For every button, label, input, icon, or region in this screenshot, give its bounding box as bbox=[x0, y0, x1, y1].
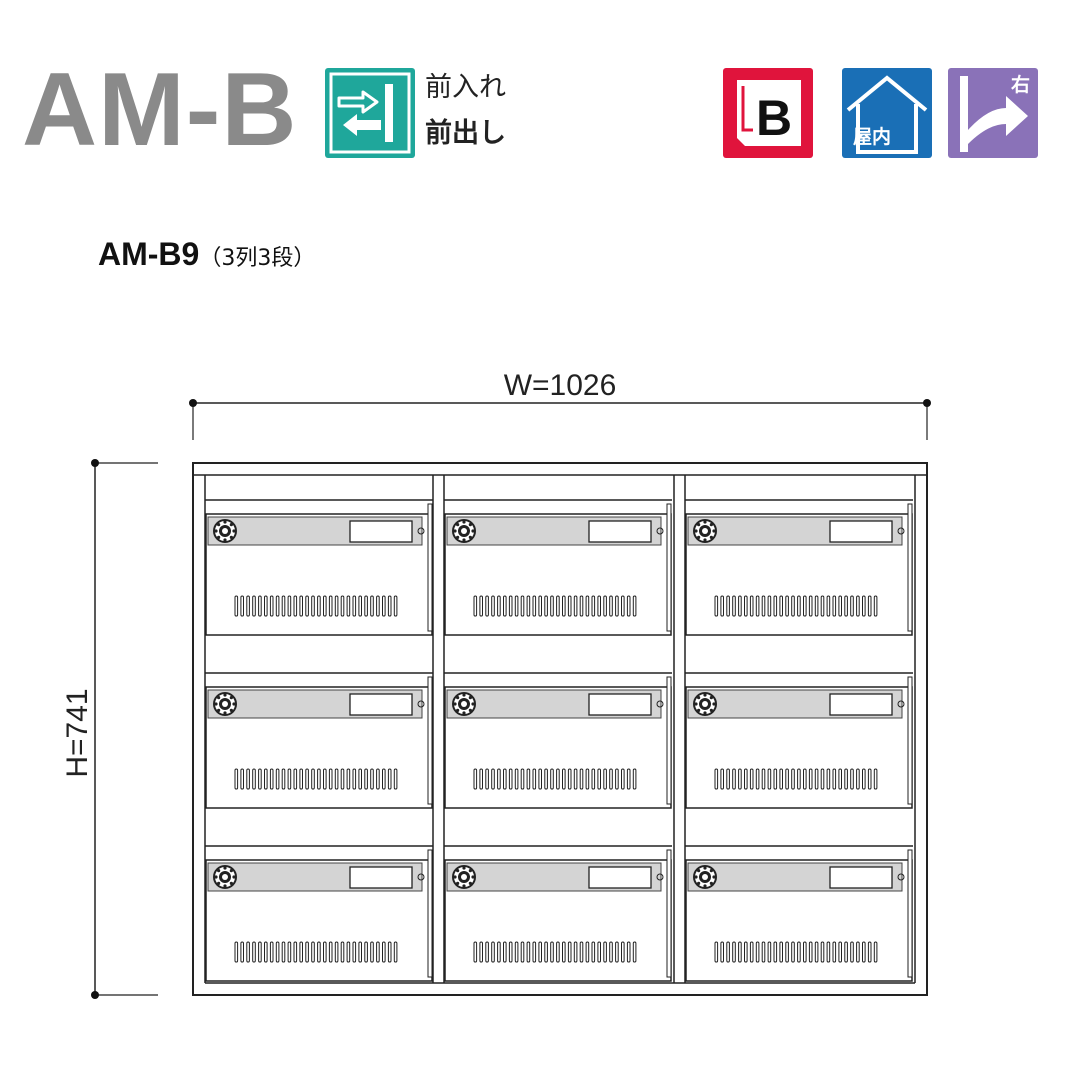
front-insert-front-remove-badge bbox=[325, 68, 415, 158]
name-plate bbox=[829, 693, 893, 716]
mailbox-cabinet bbox=[192, 462, 928, 996]
lb-icon: B bbox=[737, 80, 801, 146]
vent-slots bbox=[234, 941, 398, 963]
vent-slots bbox=[473, 941, 637, 963]
mailbox-door[interactable] bbox=[444, 499, 672, 636]
indoor-badge-label: 屋内 bbox=[853, 126, 892, 148]
name-plate bbox=[588, 520, 652, 543]
vent-slots bbox=[234, 768, 398, 790]
dial-lock-icon[interactable] bbox=[213, 519, 237, 543]
width-label: W=1026 bbox=[504, 369, 617, 402]
product-subtitle: AM-B9（3列3段） bbox=[98, 238, 315, 270]
right-turn-arrow-icon bbox=[960, 76, 1028, 152]
mailbox-door[interactable] bbox=[685, 845, 913, 982]
dial-lock-icon[interactable] bbox=[452, 519, 476, 543]
name-plate bbox=[349, 693, 413, 716]
feature-front-insert: 前入れ bbox=[425, 72, 506, 103]
name-plate bbox=[588, 866, 652, 889]
lb-badge: B bbox=[723, 68, 813, 158]
mailbox-door[interactable] bbox=[205, 672, 433, 809]
mailbox-door[interactable] bbox=[685, 672, 913, 809]
dial-lock-icon[interactable] bbox=[213, 692, 237, 716]
name-plate bbox=[349, 520, 413, 543]
right-hinge-badge: 右 bbox=[948, 68, 1038, 158]
product-model: AM-B9 bbox=[98, 236, 200, 272]
width-dimension: W=1026 bbox=[189, 369, 931, 440]
lb-badge-letter: B bbox=[756, 90, 792, 146]
height-dimension: H=741 bbox=[61, 459, 158, 999]
vent-slots bbox=[473, 768, 637, 790]
dial-lock-icon[interactable] bbox=[452, 692, 476, 716]
indoor-badge: 屋内 bbox=[842, 68, 932, 158]
name-plate bbox=[349, 866, 413, 889]
vent-slots bbox=[234, 595, 398, 617]
dial-lock-icon[interactable] bbox=[452, 865, 476, 889]
front-insert-front-remove-icon bbox=[329, 72, 411, 154]
mailbox-door[interactable] bbox=[444, 672, 672, 809]
dial-lock-icon[interactable] bbox=[693, 519, 717, 543]
vent-slots bbox=[714, 941, 878, 963]
dial-lock-icon[interactable] bbox=[693, 692, 717, 716]
vent-slots bbox=[714, 595, 878, 617]
name-plate bbox=[829, 520, 893, 543]
mailbox-door[interactable] bbox=[205, 845, 433, 982]
dial-lock-icon[interactable] bbox=[213, 865, 237, 889]
name-plate bbox=[588, 693, 652, 716]
vent-slots bbox=[473, 595, 637, 617]
dial-lock-icon[interactable] bbox=[693, 865, 717, 889]
mailbox-door[interactable] bbox=[444, 845, 672, 982]
model-title: AM-B bbox=[22, 52, 298, 168]
product-config: （3列3段） bbox=[199, 246, 316, 271]
feature-front-remove: 前出し bbox=[425, 118, 506, 149]
house-icon bbox=[846, 75, 928, 154]
mailbox-door[interactable] bbox=[205, 499, 433, 636]
vent-slots bbox=[714, 768, 878, 790]
height-label: H=741 bbox=[61, 688, 94, 777]
name-plate bbox=[829, 866, 893, 889]
mailbox-door[interactable] bbox=[685, 499, 913, 636]
right-hinge-badge-label: 右 bbox=[1010, 74, 1030, 96]
